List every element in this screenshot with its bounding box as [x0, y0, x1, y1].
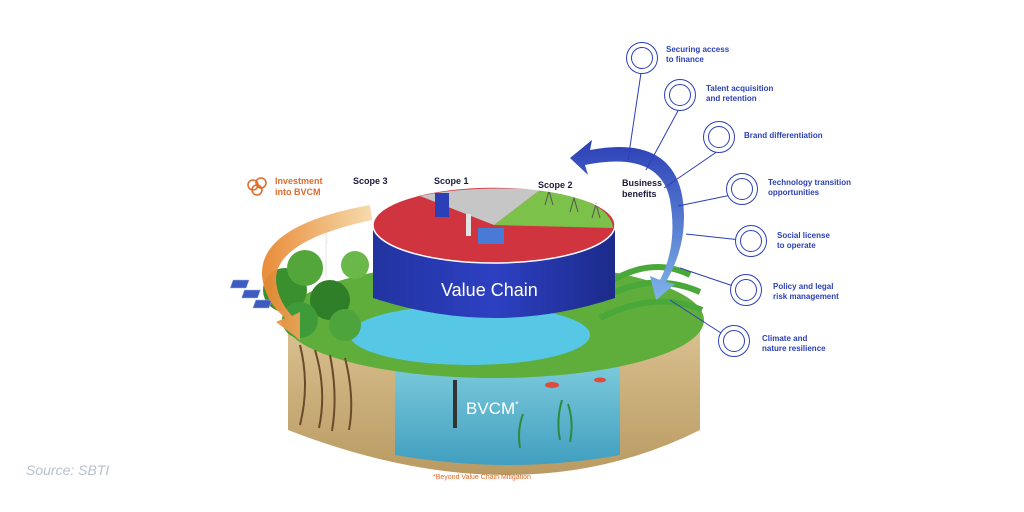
- fish-2: [594, 377, 606, 383]
- benefit-label-brand: Brand differentiation: [744, 131, 823, 140]
- scope2-sector: [494, 190, 613, 228]
- river-top: [350, 305, 590, 365]
- benefit-label-finance: Securing access to finance: [666, 45, 730, 64]
- business-benefits-arrow: [570, 140, 684, 300]
- factory: [478, 228, 504, 244]
- benefit-label-climate: Climate and nature resilience: [762, 334, 826, 353]
- value-chain-title: Value Chain: [441, 280, 538, 300]
- bvcm-asterisk: *: [515, 399, 519, 410]
- office-tower: [435, 193, 449, 217]
- bvcm-title: BVCM*: [466, 399, 519, 419]
- seagrass: [518, 399, 573, 449]
- value-chain-cylinder: [372, 186, 616, 318]
- benefit-label-social: Social license to operate: [777, 231, 830, 250]
- scope3-label: Scope 3: [353, 176, 388, 186]
- people-icon: [735, 225, 767, 257]
- gear-leaf-icon: [726, 173, 758, 205]
- source-caption: Source: SBTI: [26, 462, 110, 478]
- scope1-sector: [420, 188, 540, 225]
- benefit-label-policy: Policy and legal risk management: [773, 282, 839, 301]
- fish-1: [545, 382, 559, 388]
- bvcm-text: BVCM: [466, 399, 516, 418]
- investment-arrow: [261, 205, 372, 340]
- business-benefits-label: Business benefits: [622, 178, 663, 199]
- water-layer: [395, 360, 620, 465]
- sensor-pole: [453, 380, 457, 428]
- investment-label: Investment into BVCM: [275, 176, 323, 197]
- chimney: [466, 214, 471, 236]
- benefit-label-technology: Technology transition opportunities: [768, 178, 851, 197]
- mangrove-roots: [299, 344, 353, 432]
- scope1-label: Scope 1: [434, 176, 469, 186]
- talent-icon: [664, 79, 696, 111]
- nature-icon: [718, 325, 750, 357]
- scales-icon: [730, 274, 762, 306]
- handshake-icon: [626, 42, 658, 74]
- footnote: *Beyond Value Chain Mitigation: [433, 474, 531, 481]
- scope2-label: Scope 2: [538, 180, 573, 190]
- investment-coins-icon: [247, 177, 267, 196]
- brand-icon: [703, 121, 735, 153]
- benefit-label-talent: Talent acquisition and retention: [706, 84, 774, 103]
- solar-panels: [229, 279, 273, 309]
